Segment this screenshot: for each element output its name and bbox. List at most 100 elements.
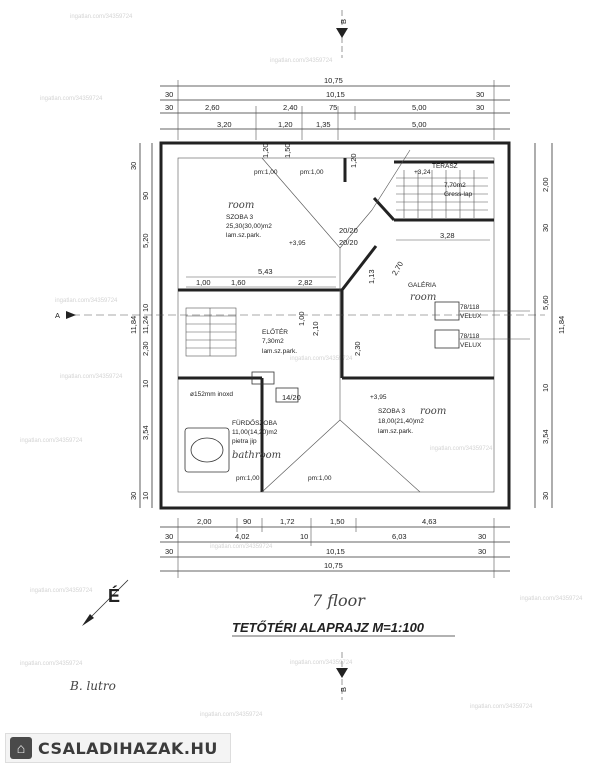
dim-label: 10,15 <box>326 547 345 556</box>
watermark-text: ingatlan.com/34359724 <box>470 704 533 710</box>
watermark-text: ingatlan.com/34359724 <box>30 588 93 594</box>
dim-label: 10 <box>300 532 308 541</box>
dim-label: 11,24 <box>141 316 150 334</box>
room-note: room <box>228 200 254 211</box>
room-name: SZOBA 3 <box>378 408 405 415</box>
watermark-text: ingatlan.com/34359724 <box>200 712 263 718</box>
parapet-label: pm:1,00 <box>254 169 278 176</box>
room-floor: pietra jip <box>232 438 257 445</box>
dim-label: 10,15 <box>326 90 345 99</box>
dim-label: 5,60 <box>541 295 550 310</box>
watermark-text: ingatlan.com/34359724 <box>430 446 493 452</box>
watermark-text: ingatlan.com/34359724 <box>55 298 118 304</box>
dim-label: 30 <box>129 492 138 500</box>
inner-dimensions: 1,00 1,60 2,82 5,43 3,28 1,13 2,70 2,10 … <box>186 143 490 402</box>
dim-label: 4,02 <box>235 532 250 541</box>
dim-label: 10,75 <box>324 76 343 85</box>
dim-label: 30 <box>478 547 486 556</box>
dim-label: 2,10 <box>311 321 320 336</box>
dim-label: 10 <box>141 492 150 500</box>
velux-label: VELUX <box>460 342 482 349</box>
dim-label: 2,82 <box>298 278 313 287</box>
section-marker-bottom: B <box>336 652 348 700</box>
handwritten-floor: 7 floor <box>312 591 366 610</box>
left-dimensions: 30 90 5,20 11,84 11,24 10 2,30 10 3,54 3… <box>129 143 153 508</box>
dim-label: 10 <box>141 380 150 388</box>
watermark-text: ingatlan.com/34359724 <box>270 58 333 64</box>
dim-label: 1,50 <box>330 517 345 526</box>
watermark-layer: ingatlan.com/34359724 ingatlan.com/34359… <box>20 14 583 718</box>
dim-label: 2,00 <box>197 517 212 526</box>
room-name: SZOBA 3 <box>226 214 253 221</box>
dim-label: 2,30 <box>141 341 150 356</box>
dim-label: 5,00 <box>412 120 427 129</box>
dim-label: 14/20 <box>282 393 301 402</box>
room-area: 18,00(21,40)m2 <box>378 418 424 425</box>
dim-label: 90 <box>141 192 150 200</box>
dim-label: 30 <box>476 90 484 99</box>
section-letter: B <box>339 687 348 692</box>
room-furdoszoba: FÜRDŐSZOBA 11,00(14,20)m2 pietra jip bat… <box>232 418 281 461</box>
dim-label: 1,20 <box>349 153 358 168</box>
dim-label: 3,54 <box>141 425 150 440</box>
dim-label: 1,50 <box>283 143 292 158</box>
dim-label: 5,00 <box>412 103 427 112</box>
room-eloter: ELŐTÉR 7,30m2 lam.sz.park. <box>262 327 297 355</box>
room-galeria: GALÉRIA room <box>408 280 437 303</box>
dim-label: 4,63 <box>422 517 437 526</box>
dim-label: 30 <box>165 532 173 541</box>
dim-label: 30 <box>165 103 173 112</box>
house-icon: ⌂ <box>10 737 32 759</box>
watermark-text: ingatlan.com/34359724 <box>290 356 353 362</box>
dim-label: 10,75 <box>324 561 343 570</box>
dim-label: 2,40 <box>283 103 298 112</box>
room-szoba-top: room SZOBA 3 25,30(30,00)m2 lam.sz.park.… <box>226 200 306 247</box>
dim-label: 1,20 <box>261 143 270 158</box>
dim-label: 30 <box>165 547 173 556</box>
dim-label: 2,70 <box>390 260 405 277</box>
bottom-dimensions: 2,00 90 1,72 1,50 4,63 30 4,02 10 6,03 3… <box>160 517 510 578</box>
dim-label: 6,03 <box>392 532 407 541</box>
dim-label: 30 <box>478 532 486 541</box>
room-level: +3,95 <box>370 394 387 401</box>
dim-label: 1,72 <box>280 517 295 526</box>
dim-label: 3,28 <box>440 231 455 240</box>
velux-size: 78/118 <box>460 304 480 311</box>
watermark-text: ingatlan.com/34359724 <box>70 14 133 20</box>
dim-label: 1,60 <box>231 278 246 287</box>
dim-label: 30 <box>129 162 138 170</box>
dim-label: 5,43 <box>258 267 273 276</box>
dim-label: 1,35 <box>316 120 331 129</box>
dim-label: 30 <box>165 90 173 99</box>
dim-label: 30 <box>476 103 484 112</box>
parapet-label: pm:1,00 <box>236 475 260 482</box>
room-floor: lam.sz.park. <box>378 428 413 435</box>
dim-label: 11,84 <box>557 316 566 334</box>
watermark-text: ingatlan.com/34359724 <box>210 544 273 550</box>
room-note: bathroom <box>232 450 281 461</box>
site-logo[interactable]: ⌂ CSALADIHAZAK.HU <box>5 733 231 763</box>
dim-label: 10 <box>541 384 550 392</box>
room-area: 11,00(14,20)m2 <box>232 429 278 436</box>
handwritten-note: B. lutro <box>69 679 116 693</box>
section-letter: B <box>339 19 348 24</box>
north-arrow-icon: É <box>82 579 129 626</box>
room-level: +3,95 <box>289 240 306 247</box>
room-area: 7,70m2 <box>444 182 466 189</box>
room-terasz: +3,24 TERASZ 7,70m2 Gress-lap <box>414 163 473 198</box>
room-name: TERASZ <box>432 163 458 170</box>
room-level: +3,24 <box>414 169 431 176</box>
room-name: GALÉRIA <box>408 280 437 289</box>
section-letter: A <box>55 311 60 320</box>
watermark-text: ingatlan.com/34359724 <box>290 660 353 666</box>
room-note: room <box>420 406 446 417</box>
section-marker-top: B <box>336 10 348 58</box>
room-szoba-bottom: +3,95 SZOBA 3 room 18,00(21,40)m2 lam.sz… <box>370 394 446 435</box>
watermark-text: ingatlan.com/34359724 <box>20 438 83 444</box>
room-name: ELŐTÉR <box>262 327 288 336</box>
dim-label: 75 <box>329 103 337 112</box>
roof-lines <box>261 149 421 493</box>
dim-label: 30 <box>541 492 550 500</box>
top-dimensions: 30 10,75 30 30 10,15 30 2,60 2,40 75 5,0… <box>160 76 510 140</box>
